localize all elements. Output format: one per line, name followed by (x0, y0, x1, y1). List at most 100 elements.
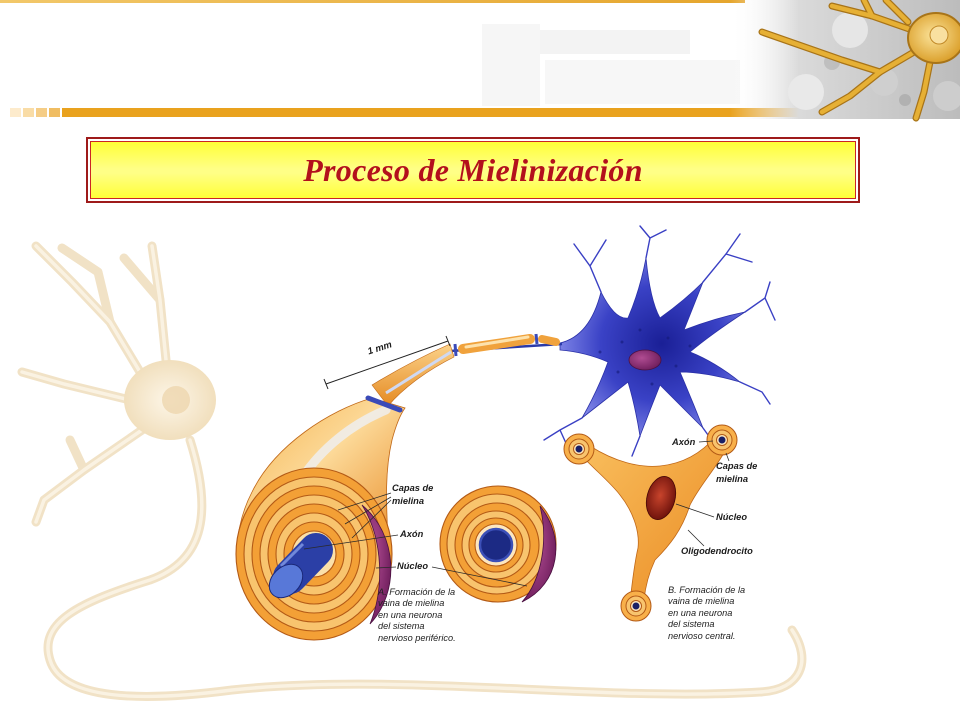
myelin-ring (461, 510, 531, 580)
grey-block (545, 60, 740, 104)
leader-line-layers-a (344, 496, 392, 525)
myelin-ring (446, 493, 548, 595)
myelinated-axon-end (620, 590, 652, 622)
axon-dot (575, 445, 583, 453)
texture-spot (899, 94, 911, 106)
inner-ring (474, 523, 518, 567)
panel-b-nucleus-label: Núcleo (716, 512, 747, 522)
cross-section-peripheral (235, 467, 393, 641)
dendrite (573, 239, 607, 293)
granule (650, 382, 654, 386)
texture-spot (933, 81, 960, 111)
dendrite (543, 417, 583, 453)
axon-cylinder-highlight (279, 542, 305, 568)
granule (616, 370, 620, 374)
leader-line-axon-b (698, 440, 714, 443)
myelin-segment (538, 335, 560, 346)
axon-cylinder (268, 533, 333, 599)
granule (620, 340, 624, 344)
myelin-wrap (620, 590, 652, 622)
scale-tick (323, 378, 329, 390)
axon-core-section (478, 527, 514, 563)
axon-cylinder-body (273, 533, 333, 594)
node-of-ranvier (365, 395, 403, 413)
scale-tick (445, 335, 451, 347)
nissl-granules (598, 328, 692, 386)
myelin-segment (458, 334, 535, 354)
title-box: Proceso de Mielinización (86, 137, 860, 203)
sheath-highlight (297, 405, 391, 483)
axon-core (449, 342, 563, 353)
leader-line-cell-b (687, 529, 705, 547)
myelin-ring (259, 494, 369, 614)
axon-gap (630, 600, 642, 612)
panel-b-axon-label: Axón (672, 437, 696, 447)
granule (674, 364, 678, 368)
dendrite (639, 225, 667, 259)
gold-dendrites (759, 0, 933, 121)
leader-line-nucleus-a (375, 566, 397, 569)
myelinated-axon-end (563, 433, 595, 465)
texture-spot (824, 54, 840, 70)
header-square (36, 108, 47, 117)
header-top-line (0, 0, 745, 3)
header-square-strip (10, 108, 60, 117)
myelinated-axon (236, 333, 563, 561)
myelin-wrap-inner (711, 429, 733, 451)
oligodendrocyte-body (583, 435, 729, 603)
texture-spot (832, 12, 868, 48)
myelin-ring (439, 485, 557, 603)
neuron-nucleus (628, 349, 662, 371)
header-square (10, 108, 21, 117)
axon-dot (632, 602, 640, 610)
panel-a-layers-label: Capas de mielina (392, 483, 434, 506)
texture-spot (788, 74, 824, 110)
myelin-ring (243, 476, 385, 632)
grey-block (540, 30, 690, 54)
node-of-ranvier (534, 333, 539, 345)
granule (598, 350, 602, 354)
leader-line-nucleus-b (675, 503, 715, 518)
myelin-wrap-inner (625, 595, 647, 617)
large-myelin-sheath (236, 397, 406, 561)
watermark-cell-body (124, 360, 216, 440)
axon-dot (718, 436, 726, 444)
grey-block (482, 24, 540, 106)
myelin-ring (267, 503, 361, 605)
myelin-ring (468, 517, 524, 573)
leader-line-layers-a (351, 499, 392, 539)
myelinated-axon-end (706, 424, 738, 456)
panel-b-layers-label: Capas de mielina (716, 461, 758, 484)
myelin-wrap (706, 424, 738, 456)
axon-gap (573, 443, 585, 455)
header-neuron-image (730, 0, 960, 122)
node-of-ranvier (453, 343, 458, 357)
texture-spot (870, 68, 898, 96)
dendrite (702, 427, 733, 461)
granule (638, 328, 642, 332)
neuron-cell-body (559, 257, 746, 438)
scale-label: 1 mm (366, 339, 394, 358)
dendrite (702, 233, 753, 283)
gold-neuron-nucleus (929, 25, 949, 45)
header-accent-bar (62, 108, 802, 117)
axon-gap (716, 434, 728, 446)
myelin-ring (283, 521, 345, 587)
myelin-ring (251, 485, 377, 623)
myelin-wrap (563, 433, 595, 465)
header-square (49, 108, 60, 117)
myelin-ring (454, 502, 540, 588)
panel-a-caption: A. Formación de la vaina de mielina en u… (378, 587, 456, 643)
leader-lines (303, 440, 730, 587)
header-image-backdrop (730, 0, 960, 119)
dendrite (744, 281, 776, 321)
myelin-ring (275, 512, 353, 596)
axon-visible-stripe (385, 350, 452, 395)
axon-cylinder-face (268, 563, 304, 599)
panel-b-caption: B. Formación de la vaina de mielina en u… (668, 585, 746, 641)
faint-grey-blocks (482, 24, 740, 106)
granule (666, 336, 670, 340)
